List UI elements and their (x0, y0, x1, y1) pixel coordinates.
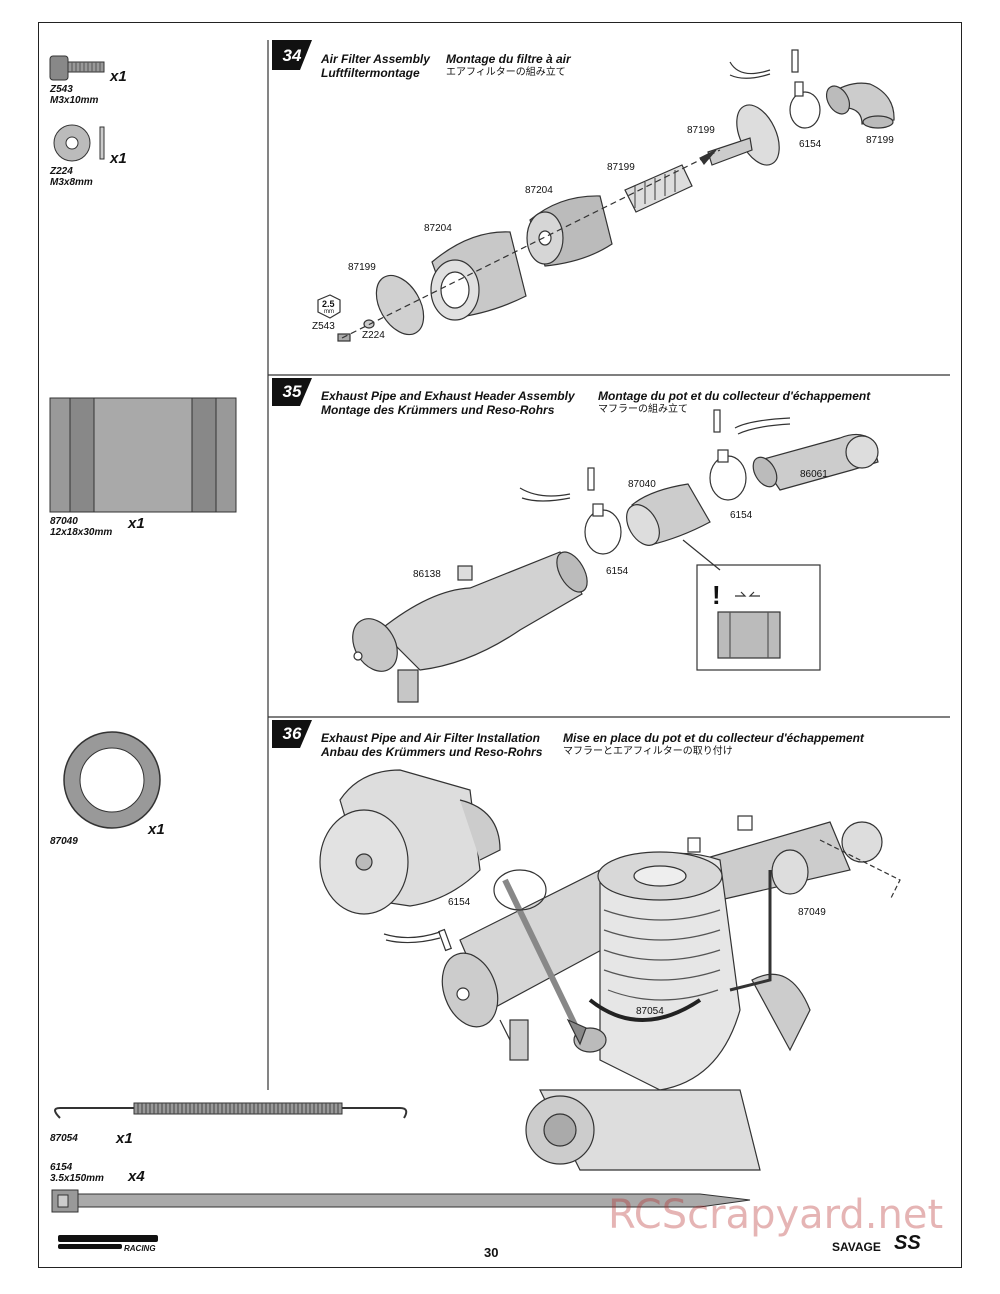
part-code: Z224 (50, 166, 73, 177)
part-qty: x1 (110, 68, 127, 85)
step-36-badge (272, 720, 312, 748)
part-label: Z543 (312, 321, 335, 332)
part-code: 87040 (50, 516, 78, 527)
part-label: 87204 (525, 185, 553, 196)
step-35-illustration (352, 409, 879, 703)
part-size: M3x10mm (50, 95, 99, 106)
part-code: 87049 (50, 836, 78, 847)
screw-z543-icon (49, 55, 105, 81)
part-label: 87199 (866, 135, 894, 146)
part-code: 87054 (50, 1133, 78, 1144)
step-title-en: Exhaust Pipe and Exhaust Header Assembly (321, 389, 575, 403)
washer-z224-icon (53, 124, 105, 162)
step-title-fr: Mise en place du pot et du collecteur d'… (563, 731, 864, 745)
wrench-size: 2.5 (322, 299, 335, 309)
step-title-fr: Montage du pot et du collecteur d'échapp… (598, 389, 871, 403)
step-34-badge (272, 40, 312, 70)
part-size: M3x8mm (50, 177, 93, 188)
part-label: 86061 (800, 469, 828, 480)
ring-87049-icon (63, 731, 161, 829)
part-size: 12x18x30mm (50, 527, 113, 538)
part-qty: x1 (128, 515, 145, 532)
part-label: 87199 (607, 162, 635, 173)
part-qty: x4 (128, 1168, 145, 1185)
coupler-87040-icon (49, 397, 237, 513)
svg-text:!: ! (712, 580, 721, 610)
page-number: 30 (484, 1245, 499, 1260)
step-34-illustration (317, 49, 895, 342)
step-title-de: Luftfiltermontage (321, 66, 420, 80)
part-code: Z543 (50, 84, 73, 95)
model-name: SS (894, 1232, 921, 1254)
part-qty: x1 (116, 1130, 133, 1147)
step-number: 36 (282, 724, 302, 743)
watermark: RCScrapyard.net (608, 1192, 944, 1238)
part-label: 6154 (606, 566, 629, 577)
step-number: 34 (282, 46, 302, 65)
step-title-de: Anbau des Krümmers und Reso-Rohrs (321, 745, 543, 759)
step-36-illustration (319, 769, 901, 1171)
part-label: 86138 (413, 569, 441, 580)
part-label: Z224 (362, 330, 385, 341)
hpi-logo: RACING (58, 1232, 166, 1256)
step-title-de: Montage des Krümmers und Reso-Rohrs (321, 403, 555, 417)
page-frame (38, 22, 962, 1268)
step-title-jp: エアフィルターの組み立て (446, 67, 566, 78)
part-size: 3.5x150mm (50, 1173, 104, 1184)
part-label: 87199 (348, 262, 376, 273)
part-label: 6154 (448, 897, 471, 908)
part-qty: x1 (148, 821, 165, 838)
part-qty: x1 (110, 150, 127, 167)
part-label: 87199 (687, 125, 715, 136)
part-label: 87054 (636, 1006, 664, 1017)
brand-name: SAVAGE (832, 1240, 881, 1254)
cable-tie-6154-icon (51, 1189, 751, 1213)
step-title-jp: マフラーの組み立て (598, 404, 688, 415)
spring-87054-icon (54, 1102, 408, 1119)
step-35-badge (272, 378, 312, 406)
step-title-jp: マフラーとエアフィルターの取り付け (563, 746, 733, 757)
part-label: 87204 (424, 223, 452, 234)
part-code: 6154 (50, 1162, 73, 1173)
step-title-fr: Montage du filtre à air (446, 52, 571, 66)
part-label: 6154 (730, 510, 753, 521)
part-label: 87049 (798, 907, 826, 918)
hpi-subtitle: RACING (124, 1244, 156, 1253)
step-title-en: Exhaust Pipe and Air Filter Installation (321, 731, 540, 745)
step-title-en: Air Filter Assembly (321, 52, 430, 66)
wrench-unit: mm (324, 309, 334, 315)
part-label: 87040 (628, 479, 656, 490)
step-number: 35 (282, 382, 302, 401)
part-label: 6154 (799, 139, 822, 150)
